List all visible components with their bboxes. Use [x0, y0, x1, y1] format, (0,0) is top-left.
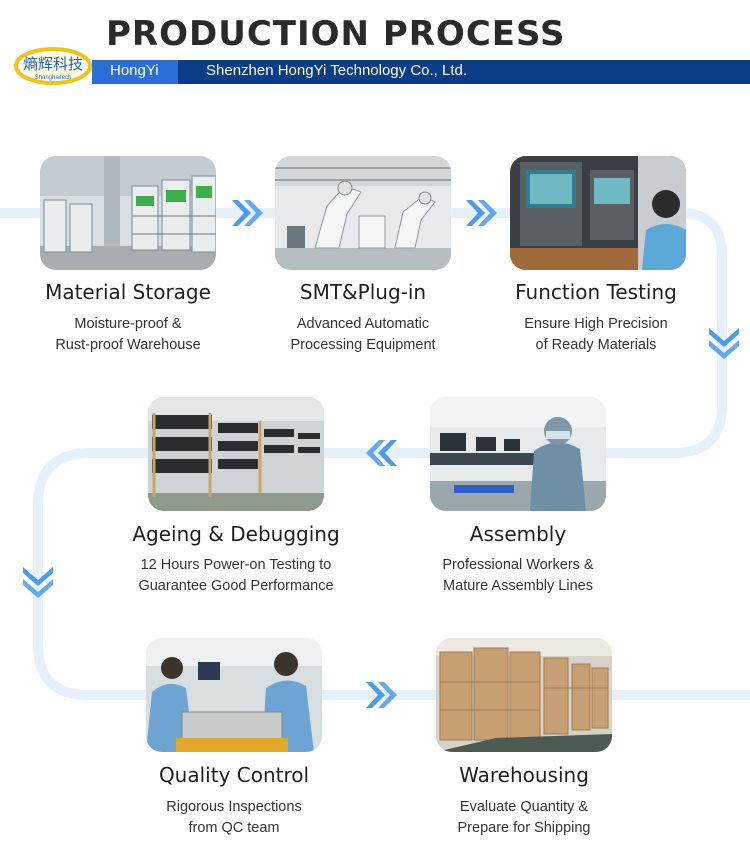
step-desc-line: Mature Assembly Lines: [443, 578, 593, 594]
header-band: [92, 60, 750, 84]
step-desc-line: Professional Workers &: [442, 557, 594, 573]
step-desc-line: Processing Equipment: [290, 337, 436, 353]
header-band-accent: [92, 60, 178, 84]
step-desc-material-storage: Moisture-proof & Rust-proof Warehouse: [8, 314, 248, 356]
step-title-quality-control: Quality Control: [158, 763, 310, 787]
step-title-ageing-debugging: Ageing & Debugging: [132, 522, 340, 546]
step-title-assembly: Assembly: [469, 522, 567, 546]
step-desc-line: from QC team: [188, 820, 280, 836]
assembly-photo: [430, 397, 606, 511]
quality-control-photo: [146, 638, 322, 752]
step-desc-smt-plug-in: Advanced Automatic Processing Equipment: [243, 314, 483, 356]
step-desc-line: Guarantee Good Performance: [138, 578, 334, 594]
step-desc-line: Rigorous Inspections: [166, 799, 302, 815]
company-logo: 熵辉科技 Shanghaitech: [14, 42, 92, 86]
brand-name: HongYi: [110, 62, 159, 79]
step-title-material-storage: Material Storage: [45, 280, 211, 304]
step-desc-assembly: Professional Workers & Mature Assembly L…: [398, 555, 638, 597]
warehousing-photo: [436, 638, 612, 752]
step-desc-line: Evaluate Quantity &: [459, 799, 589, 815]
company-name: Shenzhen HongYi Technology Co., Ltd.: [206, 62, 468, 79]
step-desc-warehousing: Evaluate Quantity & Prepare for Shipping: [404, 797, 644, 839]
step-desc-line: of Ready Materials: [535, 337, 657, 353]
logo-text: 熵辉科技: [23, 55, 83, 73]
step-desc-function-testing: Ensure High Precision of Ready Materials: [476, 314, 716, 356]
page-title: PRODUCTION PROCESS: [106, 14, 566, 54]
step-title-function-testing: Function Testing: [515, 280, 677, 304]
step-desc-line: Rust-proof Warehouse: [55, 337, 201, 353]
step-desc-quality-control: Rigorous Inspections from QC team: [114, 797, 354, 839]
step-desc-line: Advanced Automatic: [296, 316, 430, 332]
step-desc-line: Moisture-proof &: [74, 316, 182, 332]
logo-subtext: Shanghaitech: [35, 75, 72, 81]
step-desc-line: Prepare for Shipping: [457, 820, 591, 836]
step-title-warehousing: Warehousing: [459, 763, 589, 787]
step-title-smt-plug-in: SMT&Plug-in: [299, 280, 427, 304]
step-desc-line: Ensure High Precision: [524, 316, 668, 332]
function-testing-photo: [510, 156, 686, 270]
chevron-arrows: [23, 200, 739, 708]
material-storage-photo: [40, 156, 216, 270]
ageing-debugging-photo: [148, 397, 324, 511]
smt-plug-in-photo: [275, 156, 451, 270]
step-desc-ageing-debugging: 12 Hours Power-on Testing to Guarantee G…: [116, 555, 356, 597]
step-desc-line: 12 Hours Power-on Testing to: [140, 557, 332, 573]
